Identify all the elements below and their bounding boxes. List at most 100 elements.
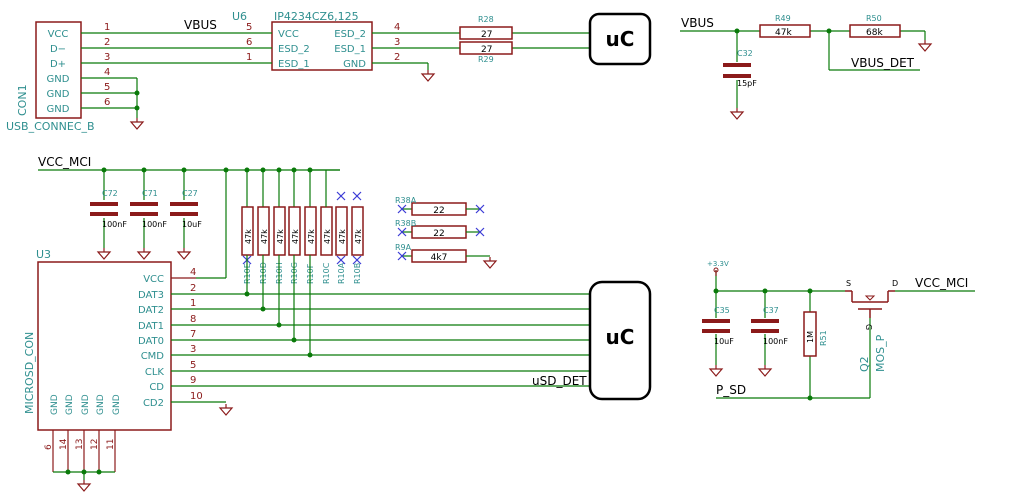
capacitor-power-value: 100nF	[763, 337, 788, 346]
svg-text:68k: 68k	[866, 28, 883, 38]
svg-text:Q2: Q2	[858, 356, 871, 372]
sd-gnd-pin-number: 6	[44, 444, 54, 450]
sd-pin-name: CLK	[145, 367, 165, 378]
esd-pin-name: ESD_2	[334, 29, 366, 40]
svg-text:MOS_P: MOS_P	[874, 334, 887, 372]
svg-text:S: S	[846, 279, 851, 288]
capacitor-c32: C32 15pF	[723, 49, 757, 88]
capacitor-mci-ref: C27	[182, 189, 198, 198]
ground-symbol	[729, 108, 745, 120]
capacitor-power-ref: C35	[714, 306, 730, 315]
usb-value: USB_CONNEC_B	[6, 120, 95, 133]
series-resistor-ref: R9A	[395, 243, 412, 252]
uc-bottom-block: uC	[588, 280, 652, 401]
esd-value: IP4234CZ6,125	[274, 10, 359, 23]
capacitor-mci-value: 100nF	[102, 220, 127, 229]
sd-pin-name: CD2	[143, 398, 164, 409]
sd-pin-name: CD	[149, 382, 164, 393]
usb-pin-name: GND	[47, 104, 70, 115]
resistor-r49: R49 47k	[759, 14, 811, 38]
svg-text:15pF: 15pF	[737, 79, 757, 88]
microsd-connector: U3 MICROSD_CON VCC4DAT32DAT21DAT18DAT07C…	[23, 248, 590, 492]
esd-pin-name: ESD_2	[278, 44, 310, 55]
capacitor-power: C35 10uF	[702, 306, 734, 346]
svg-text:47k: 47k	[775, 28, 792, 38]
sd-pin-number: 3	[190, 344, 196, 355]
pullup-value: 47k	[354, 229, 363, 244]
svg-text:27: 27	[481, 45, 492, 55]
ground-symbol	[420, 70, 436, 82]
esd-pin-name: VCC	[278, 29, 299, 40]
power-junctions	[713, 288, 813, 401]
pullup-value: 47k	[244, 229, 253, 244]
esd-pin-right: ESD_24	[334, 22, 400, 40]
sd-pin-name: DAT0	[138, 336, 164, 347]
capacitor-mci-ref: C71	[142, 189, 158, 198]
sd-pin-number: 5	[190, 360, 196, 371]
usb-pin-number: 4	[104, 67, 110, 78]
mci-junctions	[101, 167, 313, 173]
sd-pin-name: DAT2	[138, 305, 164, 316]
svg-text:27: 27	[481, 30, 492, 40]
sd-pin: DAT0 7	[138, 329, 590, 347]
ground-symbol	[917, 40, 933, 52]
series-resistor-value: 22	[433, 229, 444, 239]
sd-pin-number: 7	[190, 329, 196, 340]
sd-pin-number: 9	[190, 375, 196, 386]
top-junctions	[134, 28, 832, 111]
usb-pin: D−2	[50, 37, 110, 55]
sd-pin-name: DAT1	[138, 321, 164, 332]
sd-pin-number: 4	[190, 267, 196, 278]
ground-symbol	[757, 365, 773, 377]
net-v33: +3.3V	[707, 260, 729, 268]
svg-text:R51: R51	[819, 330, 828, 346]
sd-pin-number: 2	[190, 283, 196, 294]
series-resistor-ref: R38A	[395, 196, 417, 205]
net-vbus-det: VBUS_DET	[851, 56, 915, 70]
svg-text:R28: R28	[478, 15, 494, 24]
svg-text:R29: R29	[478, 55, 494, 64]
pullup-ref: R10C	[322, 262, 331, 284]
sd-pin-name: VCC	[143, 274, 164, 285]
pullup-value: 47k	[276, 229, 285, 244]
usb-pin-number: 2	[104, 37, 110, 48]
resistor-r51: 1M R51	[803, 311, 828, 357]
esd-pin-name: GND	[343, 59, 366, 70]
esd-ic: U6 IP4234CZ6,125 VCC5ESD_26ESD_11ESD_24E…	[232, 10, 933, 120]
series-resistor-ref: R38B	[395, 219, 416, 228]
pullup-value: 47k	[307, 229, 316, 244]
pullup-value: 47k	[260, 229, 269, 244]
sd-gnd-pin-number: 12	[90, 439, 100, 450]
esd-pin-left: VCC 5	[246, 22, 299, 40]
capacitor-mci-value: 100nF	[142, 220, 167, 229]
pullup-value: 47k	[323, 229, 332, 244]
esd-pin-number: 3	[394, 37, 400, 48]
ground-symbol	[136, 248, 152, 260]
sd-gnd-pin-name: GND	[50, 394, 60, 415]
capacitor-power-value: 10uF	[714, 337, 734, 346]
sd-value: MICROSD_CON	[23, 332, 36, 414]
esd-pin-number: 5	[246, 22, 252, 33]
sd-pin-name: DAT3	[138, 290, 164, 301]
net-vbus-right: VBUS	[681, 16, 714, 30]
svg-text:R49: R49	[775, 14, 791, 23]
svg-text:1M: 1M	[806, 331, 815, 343]
power-wires	[715, 270, 975, 399]
ground-symbol	[708, 365, 724, 377]
ground-symbol	[96, 248, 112, 260]
svg-text:C32: C32	[737, 49, 753, 58]
sd-gnd-pin-name: GND	[112, 394, 122, 415]
